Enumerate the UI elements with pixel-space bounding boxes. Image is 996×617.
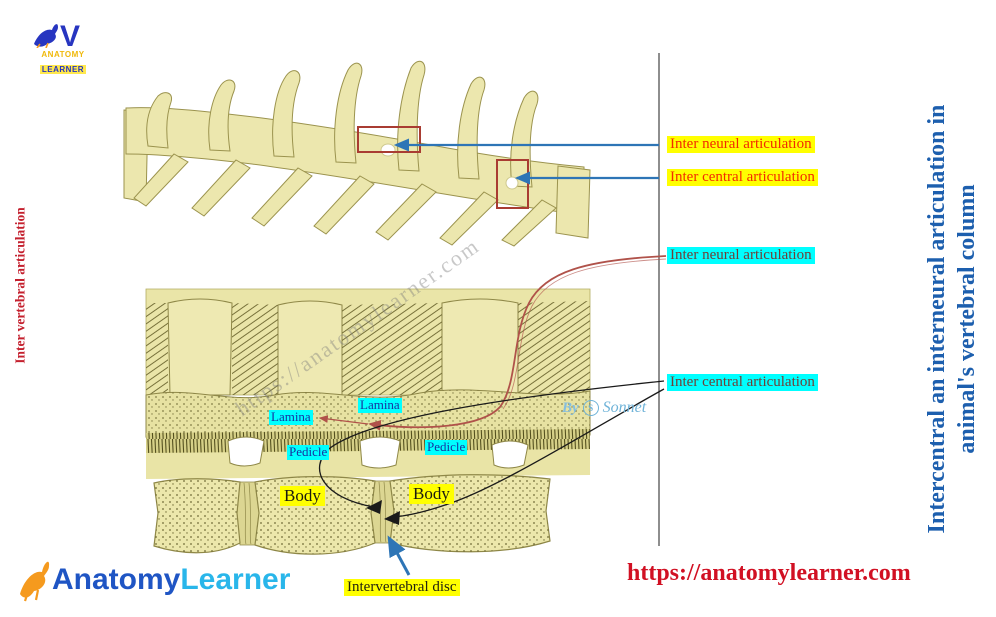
intervertebral-disc-right	[370, 480, 395, 544]
vertebral-bodies-row	[153, 474, 551, 555]
signature-name: Sonnet	[602, 399, 647, 416]
logo-word-anatomy: ANATOMY	[41, 50, 85, 59]
author-signature: By S Sonnet	[562, 399, 646, 417]
callout-inter-neural-cyan: Inter neural articulation	[667, 247, 815, 265]
label-lamina-right: Lamina	[358, 397, 402, 413]
label-pedicle-right: Pedicle	[425, 439, 468, 455]
logo-word-learner: LEARNER	[39, 65, 87, 74]
label-pedicle-left: Pedicle	[287, 444, 330, 460]
signature-by: By	[562, 399, 579, 416]
sonnet-badge-icon: S	[582, 400, 599, 416]
leaping-deer-icon	[34, 24, 58, 48]
anatomylearner-logo-top[interactable]: V ANATOMY LEARNER	[28, 20, 98, 77]
logo-v-letter: V	[59, 20, 80, 53]
right-title-line1: Intercentral an interneural articulation…	[924, 104, 950, 534]
label-lamina-left: Lamina	[269, 409, 313, 425]
callout-inter-central-yellow: Inter central articulation	[667, 169, 818, 187]
site-url[interactable]: https://anatomylearner.com	[627, 560, 911, 586]
label-intervertebral-disc: Intervertebral disc	[344, 579, 460, 597]
logo-bottom-word-learner: Learner	[180, 563, 291, 596]
callout-inter-neural-yellow: Inter neural articulation	[667, 136, 815, 154]
right-title-line2: animal's vertebral column	[954, 184, 980, 454]
left-vertical-title: Inter vertebral articulation	[12, 207, 28, 364]
callout-inter-central-cyan: Inter central articulation	[667, 374, 818, 392]
label-body-right: Body	[409, 484, 454, 504]
leaping-deer-icon-orange	[20, 561, 50, 602]
label-body-left: Body	[280, 486, 325, 506]
vertebra-chain	[123, 60, 591, 247]
logo-bottom-word-anatomy: Anatomy	[52, 563, 181, 596]
right-vertical-title: Intercentral an interneural articulation…	[919, 19, 985, 617]
vertebral-column-lateral-illustration	[123, 60, 591, 247]
